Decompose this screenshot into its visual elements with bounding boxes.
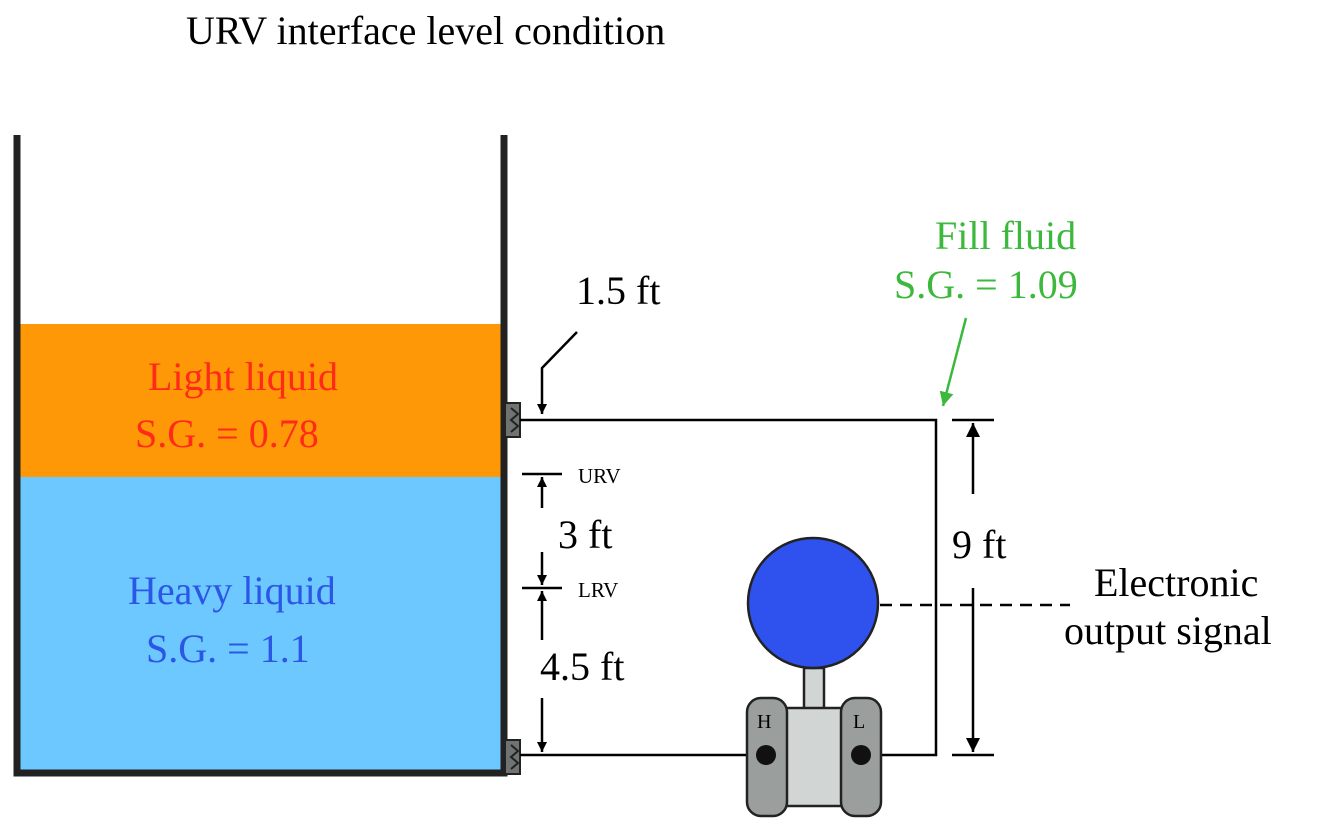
total-label: 9 ft [952, 522, 1006, 567]
high-port-label: H [757, 711, 771, 733]
heavy-liquid-sg: S.G. = 1.1 [146, 626, 310, 671]
fill-fluid-arrow [939, 317, 968, 407]
low-port-icon [851, 745, 871, 765]
high-port-icon [756, 745, 776, 765]
heavy-liquid-layer [18, 477, 502, 772]
output-signal-label-line2: output signal [1064, 608, 1272, 653]
transmitter-neck [802, 666, 826, 712]
upper-offset-leader [537, 331, 578, 414]
light-liquid-layer [18, 324, 502, 477]
upper-diaphragm-seal [504, 402, 521, 438]
output-signal-label-line1: Electronic [1094, 560, 1258, 605]
heavy-liquid-label: Heavy liquid [128, 568, 336, 613]
fill-fluid-label: Fill fluid [935, 213, 1076, 258]
light-liquid-label: Light liquid [148, 354, 338, 399]
lrv-label: LRV [578, 578, 618, 602]
upper-offset-label: 1.5 ft [576, 268, 660, 313]
fill-fluid-sg: S.G. = 1.09 [894, 262, 1078, 307]
light-liquid-sg: S.G. = 0.78 [135, 411, 319, 456]
urv-label: URV [578, 464, 621, 488]
transmitter-body [784, 706, 844, 808]
upper-capillary-line [520, 418, 938, 757]
span-label: 3 ft [558, 512, 612, 557]
diagram-title: URV interface level condition [186, 8, 665, 53]
lower-diaphragm-seal [504, 739, 521, 775]
lower-offset-label: 4.5 ft [540, 644, 624, 689]
dp-transmitter: H L [745, 536, 883, 818]
tank-wall [13, 135, 508, 777]
low-port-label: L [853, 711, 865, 733]
transmitter-head [746, 536, 880, 670]
